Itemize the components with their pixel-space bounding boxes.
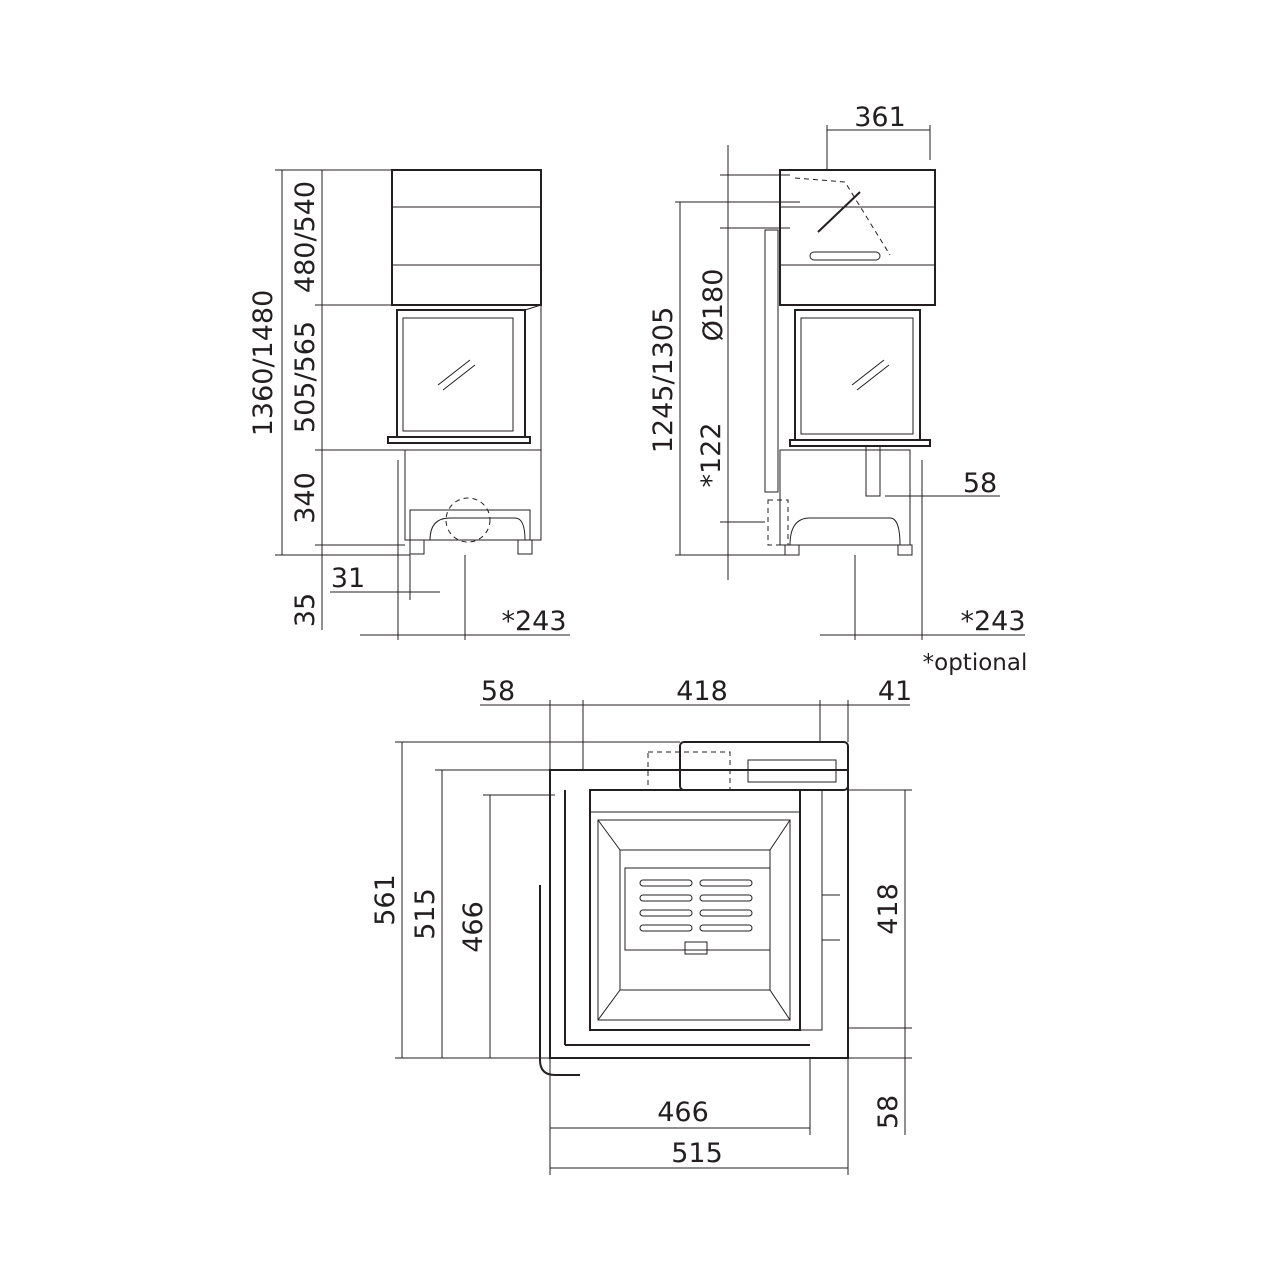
grate xyxy=(639,879,753,932)
dim-left-offset: 58 xyxy=(481,676,515,707)
front-view-dimensions: 1360/1480 480/540 505/565 340 35 31 *243 xyxy=(248,169,570,640)
dim-outer-width: 515 xyxy=(671,1138,723,1169)
dim-side-glass: 418 xyxy=(873,883,904,935)
dim-bottom-offset: 58 xyxy=(873,1095,904,1129)
front-view xyxy=(387,169,542,555)
dim-optional-offset-side: *243 xyxy=(960,606,1025,637)
dim-base-section: 340 xyxy=(290,472,321,524)
optional-note: *optional xyxy=(923,650,1028,676)
dim-total-depth: 561 xyxy=(370,874,401,926)
dim-foot-height: 35 xyxy=(290,593,321,627)
dim-flue-height: 1245/1305 xyxy=(648,307,679,454)
dim-optional-offset: *243 xyxy=(501,606,566,637)
side-view-dimensions: 361 Ø180 1245/1305 *122 58 *243 *optiona… xyxy=(648,102,1027,676)
dim-door-section: 505/565 xyxy=(290,321,321,433)
dim-total-height: 1360/1480 xyxy=(248,290,279,437)
dim-glass-width: 418 xyxy=(676,676,728,707)
dim-foot-offset: 31 xyxy=(331,563,365,594)
dim-flue-diameter: Ø180 xyxy=(698,269,729,342)
top-view xyxy=(539,741,849,1076)
dim-outer-depth: 515 xyxy=(410,888,441,940)
dim-optional-inlet: *122 xyxy=(696,422,727,487)
top-view-dimensions: 58 418 41 561 515 466 418 58 466 515 xyxy=(370,676,912,1175)
dim-inner-width: 466 xyxy=(657,1097,709,1128)
dim-flue-offset: 361 xyxy=(854,102,906,133)
dim-inlet-offset: 58 xyxy=(963,468,997,499)
side-view xyxy=(764,169,936,556)
dim-inner-depth: 466 xyxy=(458,901,489,953)
dim-top-section: 480/540 xyxy=(290,181,321,293)
dim-right-offset: 41 xyxy=(878,676,912,707)
